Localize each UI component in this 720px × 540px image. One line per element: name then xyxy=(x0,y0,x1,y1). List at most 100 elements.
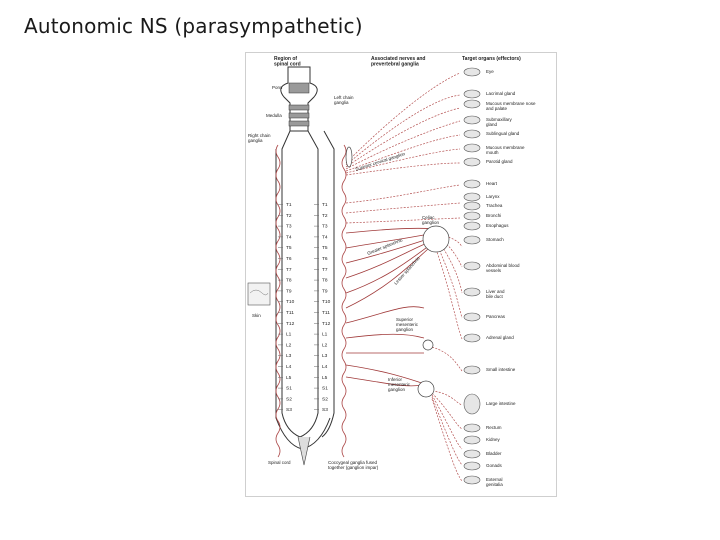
segment-label: T8 xyxy=(322,278,328,284)
target-organ-label: Small intestine xyxy=(486,367,516,372)
label-spinal-cord: Spinal cord xyxy=(268,460,291,465)
segment-label: S3 xyxy=(286,407,292,413)
organ-icon xyxy=(463,449,481,459)
target-organ-label: Lacrimal gland xyxy=(486,91,516,96)
organ-icon xyxy=(463,261,481,271)
skin-illustration xyxy=(247,282,271,306)
superior-mesenteric-ganglion xyxy=(422,339,434,351)
segment-label: S2 xyxy=(322,396,328,402)
segment-label: S2 xyxy=(286,396,292,402)
segment-label: L5 xyxy=(286,375,292,381)
organ-icon xyxy=(463,475,481,485)
segment-label: T8 xyxy=(286,278,292,284)
segment-label: T1 xyxy=(286,202,292,208)
target-organ-label: Larynx xyxy=(486,194,500,199)
segment-label: T9 xyxy=(322,288,328,294)
organ-icon xyxy=(463,333,481,343)
segment-label: L4 xyxy=(322,364,328,370)
segment-label: T11 xyxy=(286,310,294,316)
target-organ-label: Bladder xyxy=(486,451,502,456)
organ-icon xyxy=(463,365,481,375)
segment-label: T9 xyxy=(286,288,292,294)
organ-icon xyxy=(463,179,481,189)
segment-label: L2 xyxy=(322,342,328,348)
target-organ-label: Gonads xyxy=(486,463,503,468)
organ-icon xyxy=(463,435,481,445)
segment-label: T6 xyxy=(286,256,292,262)
target-organ-label: Adrenal gland xyxy=(486,335,514,340)
target-organ-label: Kidney xyxy=(486,437,501,442)
label-superior-cervical: Superior cervical ganglion xyxy=(355,151,406,172)
organ-icon xyxy=(463,129,481,139)
segment-label: L3 xyxy=(322,353,328,359)
header-spinal-region: Region of spinal cord xyxy=(274,56,301,68)
slide-title: Autonomic NS (parasympathetic) xyxy=(24,14,363,38)
segment-label: T11 xyxy=(322,310,330,316)
segment-label: L3 xyxy=(286,353,292,359)
organ-icon xyxy=(463,115,481,125)
target-organ-label: Rectum xyxy=(486,425,502,430)
segment-label: T6 xyxy=(322,256,328,262)
label-lesser-splanchnic: Lesser splanchnic xyxy=(393,255,421,286)
segment-label: L1 xyxy=(286,332,292,338)
segment-label: T7 xyxy=(322,267,328,273)
segment-label: T2 xyxy=(286,213,292,219)
segment-label: T5 xyxy=(286,245,292,251)
target-organ-label: Parotid gland xyxy=(486,159,513,164)
target-organ-label: Pancreas xyxy=(486,314,506,319)
segment-label: S1 xyxy=(322,386,328,392)
target-organ-label: Esophagus xyxy=(486,223,509,228)
segment-label: T3 xyxy=(286,224,292,230)
organ-icon xyxy=(463,157,481,167)
organ-icon xyxy=(463,99,481,109)
label-medulla: Medulla xyxy=(266,113,282,118)
brainstem xyxy=(280,66,318,132)
segment-label: T4 xyxy=(322,234,328,240)
right-sympathetic-chain xyxy=(275,144,281,458)
organ-icon xyxy=(463,143,481,153)
segment-label: S3 xyxy=(322,407,328,413)
segment-label: T2 xyxy=(322,213,328,219)
segment-label: L5 xyxy=(322,375,328,381)
target-organ-label: Eye xyxy=(486,69,494,74)
organ-icon xyxy=(463,67,481,77)
inferior-mesenteric-ganglion xyxy=(417,380,435,398)
label-pons: Pons xyxy=(272,85,283,90)
segment-labels-right: T1T2T3T4T5T6T7T8T9T10T11T12L1L2L3L4L5S1S… xyxy=(314,202,331,413)
organ-icon xyxy=(463,393,481,415)
segment-label: L1 xyxy=(322,332,328,338)
segment-label: T10 xyxy=(286,299,295,305)
target-organ-label: Trachea xyxy=(486,203,503,208)
left-sympathetic-chain xyxy=(341,144,347,458)
segment-label: L2 xyxy=(286,342,292,348)
superior-cervical-ganglion xyxy=(345,146,353,168)
organ-icon xyxy=(463,287,481,297)
organ-icon xyxy=(463,461,481,471)
label-greater-splanchnic: Greater splanchnic xyxy=(367,237,405,256)
coccyx xyxy=(297,436,311,466)
segment-label: S1 xyxy=(286,386,292,392)
segment-label: L4 xyxy=(286,364,292,370)
segment-label: T10 xyxy=(322,299,331,305)
organ-icon xyxy=(463,192,481,202)
autonomic-diagram-svg: Region of spinal cord Associated nerves … xyxy=(247,56,536,487)
segment-label: T7 xyxy=(286,267,292,273)
segment-label: T1 xyxy=(322,202,328,208)
segment-label: T5 xyxy=(322,245,328,251)
segment-label: T12 xyxy=(286,321,295,327)
organ-icon xyxy=(463,235,481,245)
header-targets: Target organs (effectors) xyxy=(462,56,521,62)
celiac-ganglion xyxy=(422,225,450,253)
organ-icon xyxy=(463,312,481,322)
